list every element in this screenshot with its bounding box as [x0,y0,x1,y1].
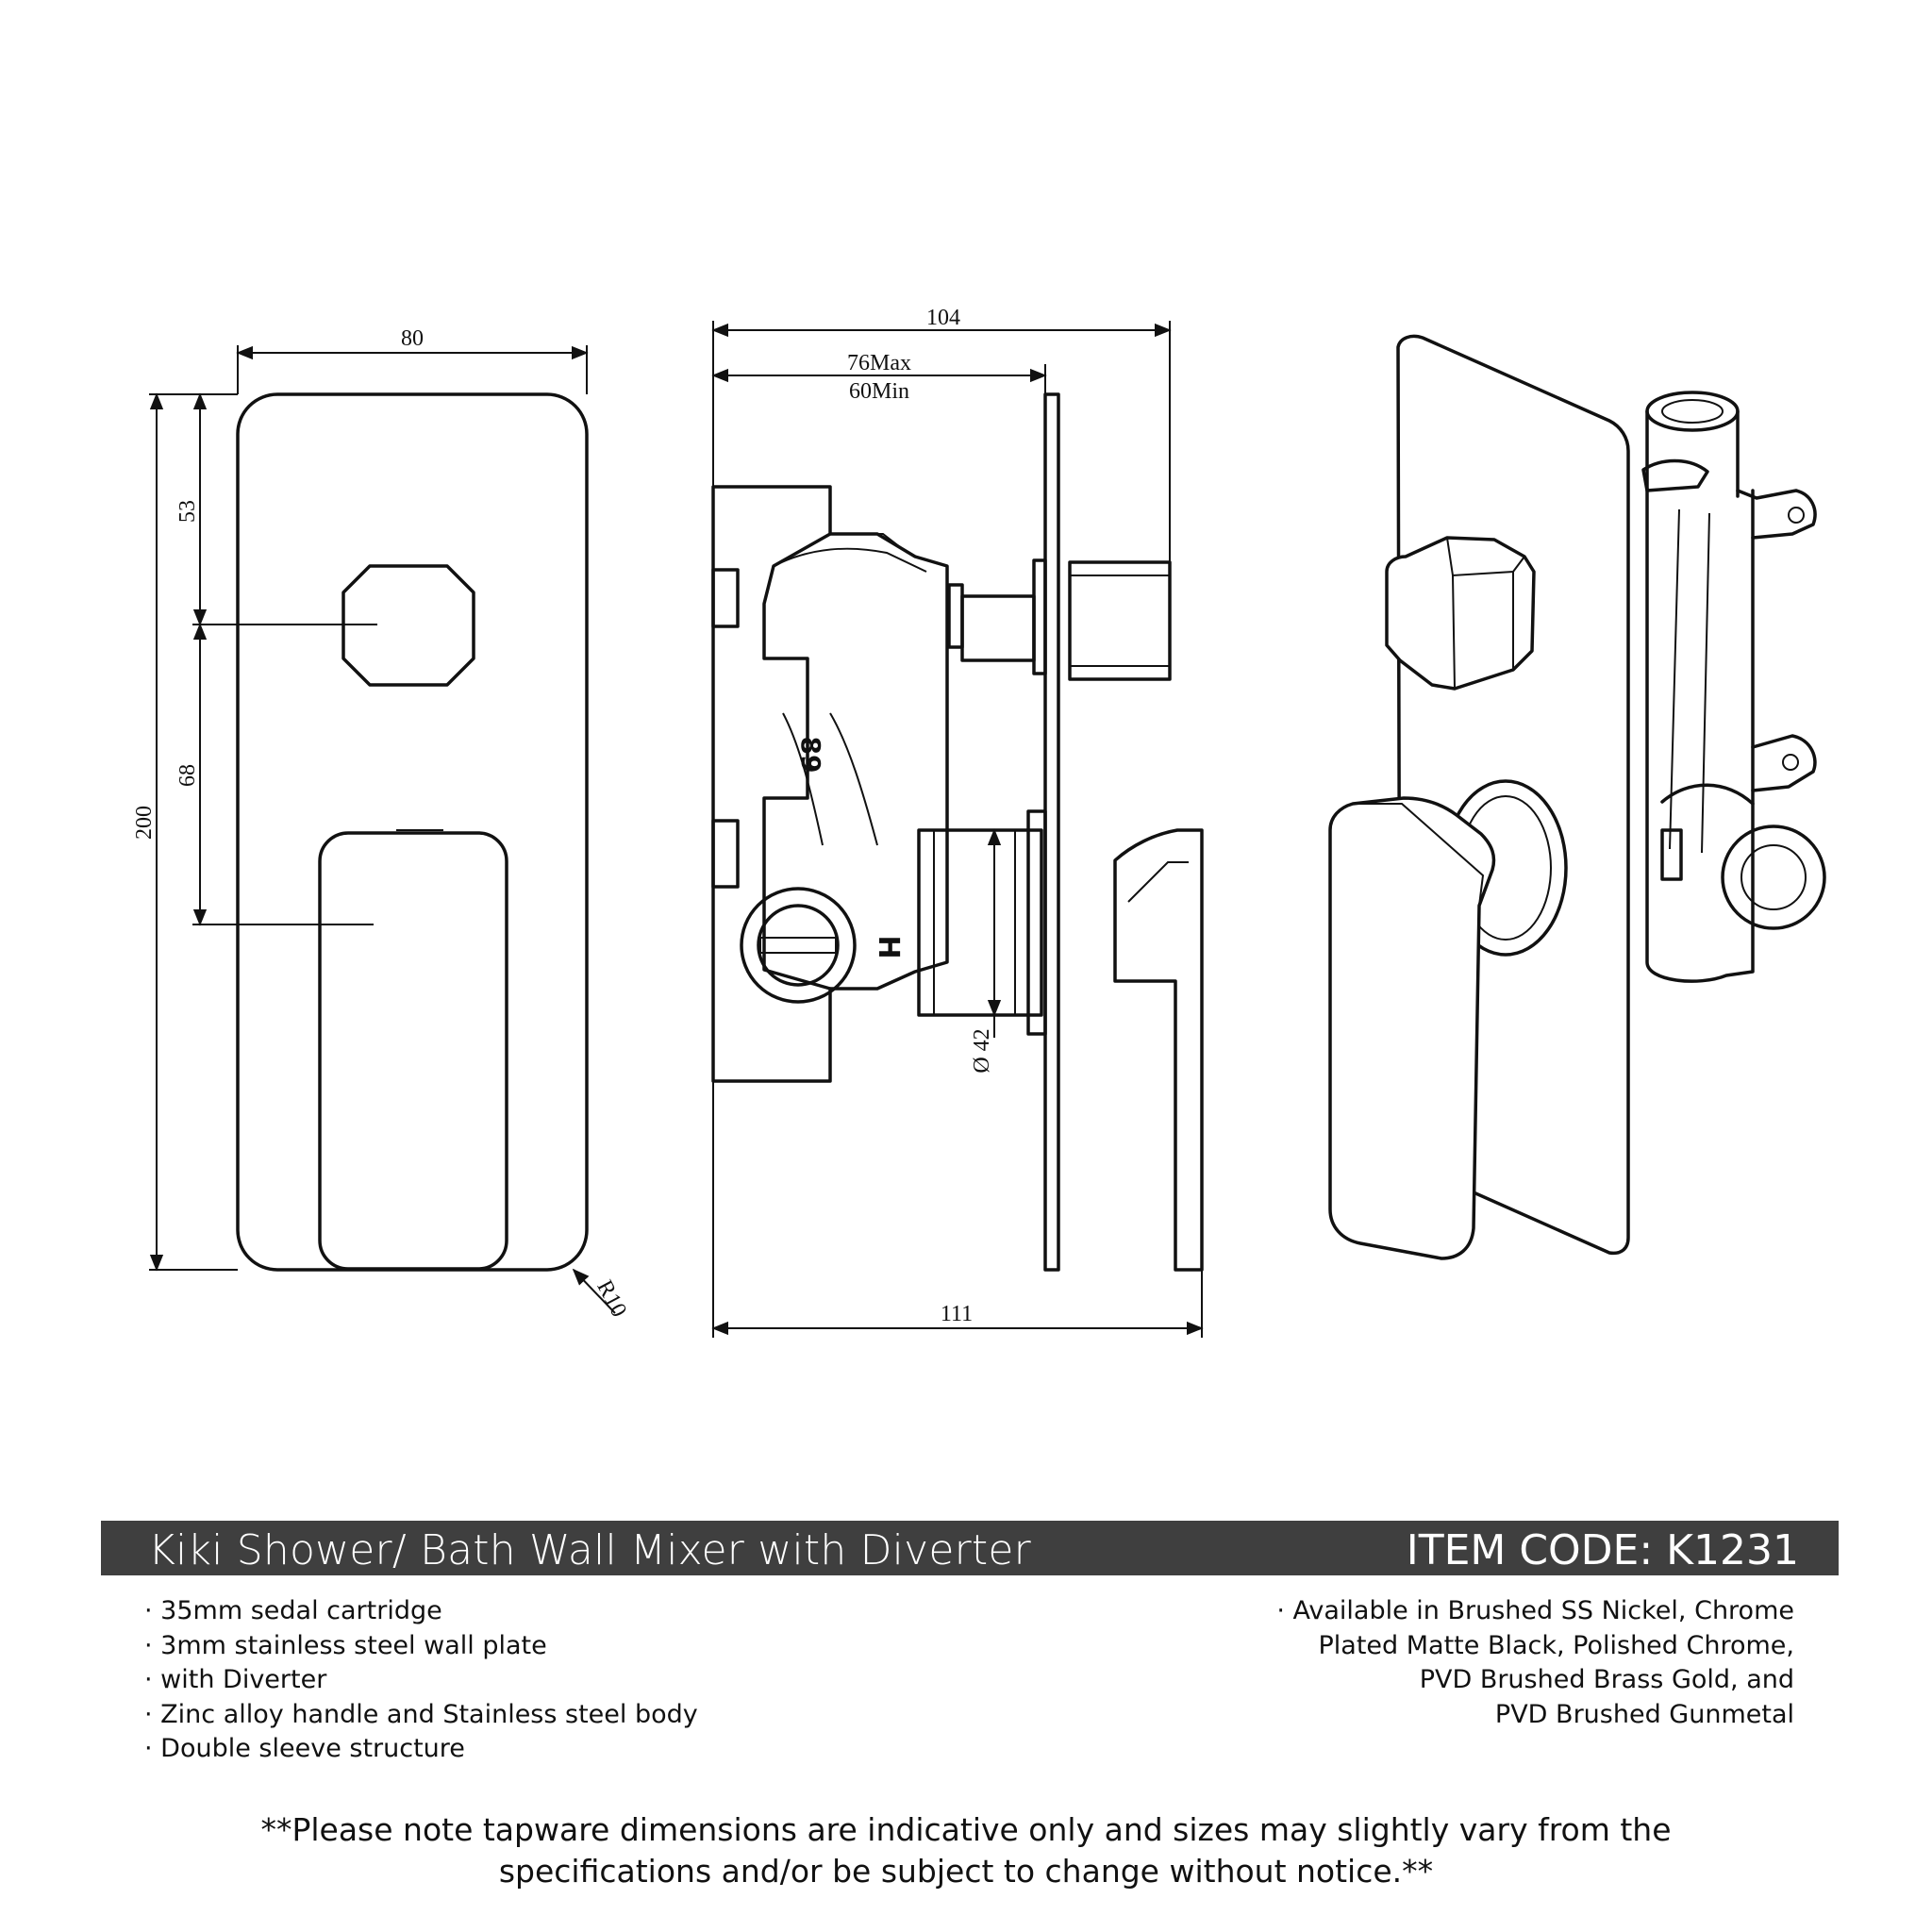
note-line: specifications and/or be subject to chan… [498,1853,1434,1890]
dim-depth-min: 60Min [849,379,909,404]
dim-handle-68: 68 [175,764,200,787]
item-code: ITEM CODE: K1231 [1406,1526,1799,1574]
dim-width-80: 80 [401,326,424,351]
dim-height-200: 200 [132,806,157,840]
feature-item: · 3mm stainless steel wall plate [144,1630,547,1660]
front-view: 80 200 53 68 R10 [132,326,631,1321]
front-lever-handle [318,831,508,1271]
feature-item: · with Diverter [144,1665,327,1694]
feature-item: · Double sleeve structure [144,1734,465,1763]
feature-item: · Zinc alloy handle and Stainless steel … [144,1699,698,1729]
availability-line: Plated Matte Black, Polished Chrome, [1318,1630,1794,1660]
side-diverter-knob [1068,560,1172,681]
iso-valve-body [1641,391,1826,983]
title-bar: Kiki Shower/ Bath Wall Mixer with Divert… [101,1521,1839,1575]
side-lever-handle [1113,828,1204,1272]
note-line: **Please note tapware dimensions are ind… [260,1811,1672,1848]
dim-overall-104: 104 [926,306,960,330]
disclaimer-note: **Please note tapware dimensions are ind… [0,1809,1932,1892]
isometric-view [1328,334,1826,1260]
availability-line: PVD Brushed Gunmetal [1494,1699,1794,1729]
iso-lever-handle [1328,796,1496,1260]
hot-marking-h: H [872,935,905,958]
availability-line: · Available in Brushed SS Nickel, Chrome [1276,1596,1794,1625]
side-outlet-port [740,887,857,1004]
dim-diameter-42: Ø 42 [970,1028,994,1073]
feature-list: · 35mm sedal cartridge · 3mm stainless s… [144,1594,698,1767]
side-cartridge-sleeve [917,828,1043,1017]
side-wall-plate [1043,392,1060,1272]
availability-line: PVD Brushed Brass Gold, and [1419,1665,1794,1694]
feature-item: · 35mm sedal cartridge [144,1596,442,1625]
body-marking-89: 89 [795,737,826,774]
dim-radius-r10: R10 [591,1276,631,1322]
dim-depth-max: 76Max [847,351,911,375]
availability-list: · Available in Brushed SS Nickel, Chrome… [1276,1594,1794,1732]
front-diverter-knob [341,564,475,687]
side-view: 89 H 104 76Max 60Min Ø 42 [711,306,1204,1338]
product-name: Kiki Shower/ Bath Wall Mixer with Divert… [148,1526,1031,1574]
side-valve-body [711,485,832,1083]
iso-diverter-knob [1385,536,1536,691]
dim-total-111: 111 [941,1302,973,1326]
dim-knob-53: 53 [175,500,200,523]
